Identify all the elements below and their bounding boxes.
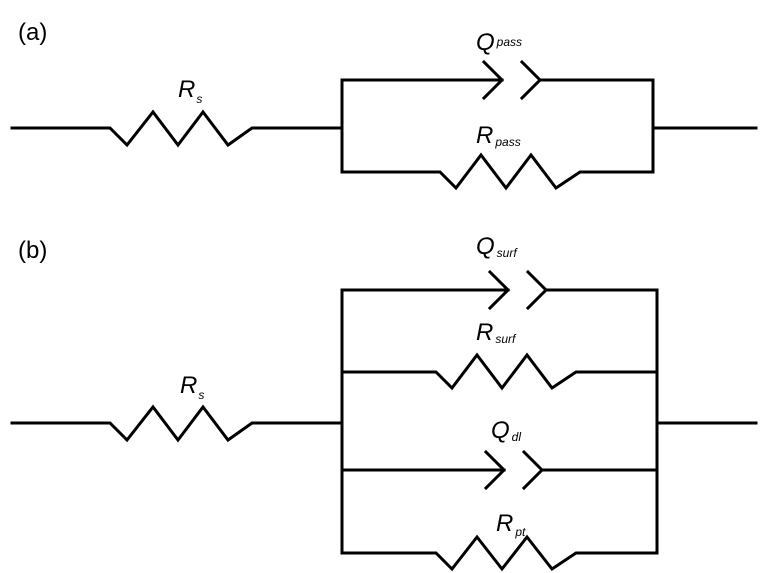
circuit-b-r1-resistor (340, 352, 659, 391)
circuit-b-rs-label: Rs (180, 372, 204, 402)
panel-a-label: (a) (18, 19, 47, 46)
circuit-a-cpe (340, 59, 655, 101)
circuit-b-rs-resistor (10, 404, 344, 443)
circuit-b-r2-resistor (340, 534, 659, 572)
circuit-a-r-resistor (340, 152, 655, 191)
circuit-a-rs-resistor (10, 109, 344, 148)
circuit-b-cpe-1 (340, 269, 659, 311)
panel-b-label: (b) (18, 237, 47, 264)
circuit-b-cpe-2 (340, 449, 659, 491)
circuit-a-rs-label: Rs (178, 76, 202, 106)
